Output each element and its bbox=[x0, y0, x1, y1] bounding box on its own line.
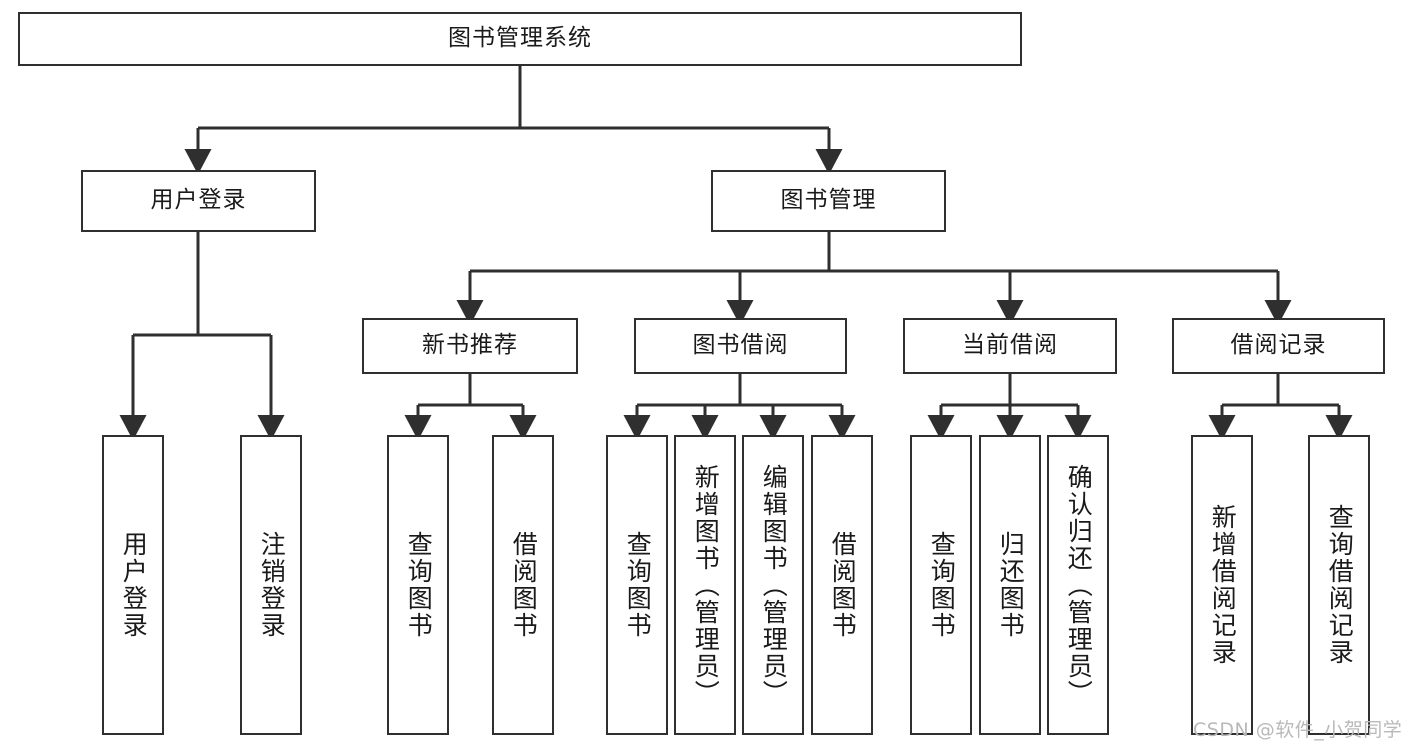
leaf-current-borrow-query[interactable]: 查询图书 bbox=[910, 435, 972, 735]
leaf-book-borrow-add-label: 新增图书（管理员） bbox=[691, 463, 721, 707]
node-new-book-recommend-label: 新书推荐 bbox=[422, 332, 518, 359]
leaf-current-borrow-confirm-return[interactable]: 确认归还（管理员） bbox=[1047, 435, 1109, 735]
csdn-watermark-text: CSDN @软件_小贺同学 bbox=[1193, 719, 1403, 741]
leaf-current-borrow-query-label: 查询图书 bbox=[927, 531, 957, 639]
leaf-borrow-record-add[interactable]: 新增借阅记录 bbox=[1191, 435, 1253, 735]
node-user-login[interactable]: 用户登录 bbox=[81, 170, 316, 232]
leaf-book-borrow-borrow-label: 借阅图书 bbox=[828, 531, 858, 639]
leaf-book-borrow-query[interactable]: 查询图书 bbox=[606, 435, 668, 735]
node-root-label: 图书管理系统 bbox=[448, 25, 592, 52]
node-new-book-recommend[interactable]: 新书推荐 bbox=[362, 318, 578, 374]
leaf-book-borrow-query-label: 查询图书 bbox=[623, 531, 653, 639]
csdn-watermark: CSDN @软件_小贺同学 bbox=[1193, 715, 1402, 742]
leaf-user-login-signin-label: 用户登录 bbox=[119, 531, 149, 639]
node-current-borrow[interactable]: 当前借阅 bbox=[903, 318, 1117, 374]
node-book-management-label: 图书管理 bbox=[780, 187, 877, 214]
node-borrow-record-label: 借阅记录 bbox=[1230, 332, 1327, 359]
leaf-borrow-record-query-label: 查询借阅记录 bbox=[1325, 504, 1355, 666]
node-book-management[interactable]: 图书管理 bbox=[711, 170, 946, 232]
leaf-user-login-signin[interactable]: 用户登录 bbox=[102, 435, 164, 735]
node-user-login-label: 用户登录 bbox=[150, 187, 247, 214]
leaf-current-borrow-confirm-return-label: 确认归还（管理员） bbox=[1064, 463, 1094, 707]
leaf-user-login-signout[interactable]: 注销登录 bbox=[240, 435, 302, 735]
leaf-new-book-query[interactable]: 查询图书 bbox=[387, 435, 449, 735]
leaf-user-login-signout-label: 注销登录 bbox=[257, 531, 287, 639]
leaf-new-book-query-label: 查询图书 bbox=[404, 531, 434, 639]
node-book-borrow-label: 图书借阅 bbox=[692, 332, 789, 359]
leaf-current-borrow-return[interactable]: 归还图书 bbox=[979, 435, 1041, 735]
leaf-current-borrow-return-label: 归还图书 bbox=[996, 531, 1026, 639]
leaf-new-book-borrow[interactable]: 借阅图书 bbox=[492, 435, 554, 735]
node-borrow-record[interactable]: 借阅记录 bbox=[1172, 318, 1385, 374]
node-current-borrow-label: 当前借阅 bbox=[962, 332, 1058, 359]
leaf-book-borrow-borrow[interactable]: 借阅图书 bbox=[811, 435, 873, 735]
leaf-book-borrow-edit-label: 编辑图书（管理员） bbox=[759, 463, 789, 707]
leaf-borrow-record-query[interactable]: 查询借阅记录 bbox=[1308, 435, 1370, 735]
leaf-book-borrow-add[interactable]: 新增图书（管理员） bbox=[674, 435, 736, 735]
node-book-borrow[interactable]: 图书借阅 bbox=[634, 318, 847, 374]
node-root[interactable]: 图书管理系统 bbox=[18, 12, 1022, 66]
leaf-book-borrow-edit[interactable]: 编辑图书（管理员） bbox=[742, 435, 804, 735]
leaf-new-book-borrow-label: 借阅图书 bbox=[509, 531, 539, 639]
leaf-borrow-record-add-label: 新增借阅记录 bbox=[1208, 504, 1238, 666]
